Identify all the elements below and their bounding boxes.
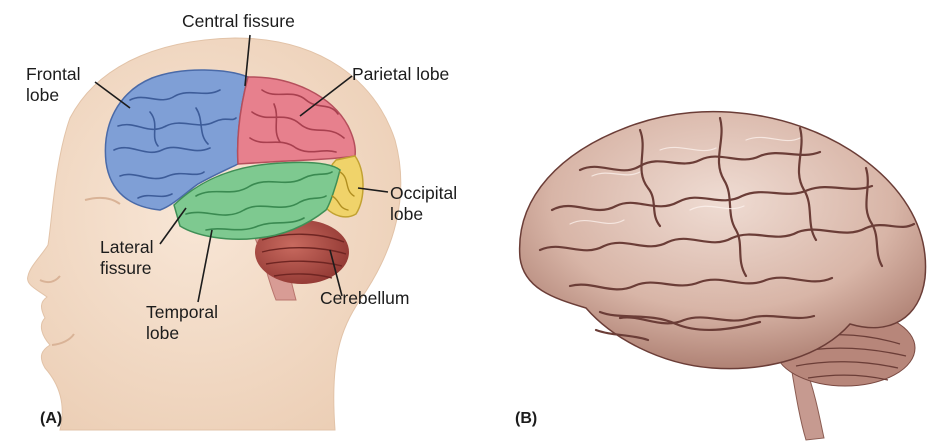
panel-b-caption: (B) [515, 410, 537, 428]
label-frontal-lobe: Frontal lobe [26, 64, 80, 106]
label-parietal-lobe: Parietal lobe [352, 64, 449, 85]
label-central-fissure: Central fissure [182, 11, 295, 32]
real-brain [520, 112, 926, 440]
label-lateral-fissure: Lateral fissure [100, 237, 154, 279]
label-cerebellum: Cerebellum [320, 288, 409, 309]
label-occipital-lobe: Occipital lobe [390, 183, 457, 225]
panel-a-caption: (A) [40, 410, 62, 428]
label-temporal-lobe: Temporal lobe [146, 302, 218, 344]
